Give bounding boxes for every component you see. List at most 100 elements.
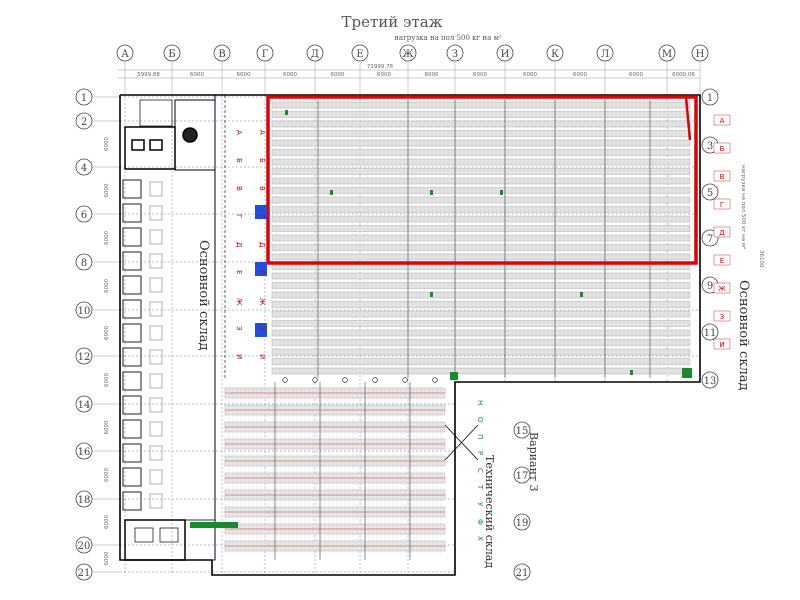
rack-tag-left: Е: [258, 270, 266, 274]
column-spacing-label: 6000.06: [672, 72, 695, 78]
rack-tag: И: [719, 341, 724, 349]
row-axis-label-right: 15: [516, 426, 529, 437]
column-axis-label: А: [121, 49, 129, 60]
row-spacing-label: 6000: [104, 373, 110, 387]
column-axis-label: Б: [168, 49, 175, 60]
rack-tag-left: Д: [258, 242, 266, 248]
green-marker-2: [450, 372, 458, 380]
load-note-right: нагрузка на пол 500 кг на м²: [740, 165, 747, 249]
row-axis-label-right: 17: [516, 471, 529, 482]
rack-tag: Е: [720, 257, 724, 265]
row-spacing-label: 6000: [104, 183, 110, 197]
row-axis-label-right: 3: [707, 141, 713, 152]
rack-tag-left: Б: [235, 158, 243, 163]
row-axis-marker-right: [701, 371, 719, 389]
row-axis-label: 18: [78, 495, 91, 506]
plan-title: Третий этаж: [342, 13, 443, 31]
row-axis-marker-right: [513, 563, 531, 581]
tech-rack-tag: Х: [476, 536, 484, 541]
row-axis-label-right: 11: [704, 328, 717, 339]
column-spacing-label: 6000: [473, 72, 487, 78]
tech-rack-tag: П: [476, 434, 484, 439]
row-axis-label: 14: [78, 400, 91, 411]
column-axis-label: Л: [601, 49, 609, 60]
rack-tag-left: В: [235, 186, 243, 191]
row-spacing-label: 6000: [104, 468, 110, 482]
highlighted-zone: [266, 95, 698, 265]
rack-tag-left: Е: [235, 270, 243, 274]
right-dimension: 36100: [758, 250, 764, 268]
row-axis-label: 1: [81, 93, 87, 104]
overall-dimension: 71999.76: [367, 64, 394, 70]
rack-tag-left: З: [235, 326, 243, 331]
column-axis-label: Г: [262, 49, 269, 60]
green-bar: [190, 522, 238, 528]
tech-rack-tag: Т: [476, 484, 484, 490]
rack-area-bottom: [224, 377, 446, 560]
rack-tag-left: Ж: [258, 298, 266, 306]
row-axis-marker-right: [513, 466, 531, 484]
zone-variant: Вариант 3: [527, 432, 540, 492]
column-axis-label: М: [662, 49, 672, 60]
blue-markers: [255, 205, 267, 337]
row-axis-marker-right: [513, 513, 531, 531]
rack-tag-left: А: [258, 130, 266, 135]
rack-tag-left: Д: [235, 242, 243, 248]
row-axis-label-right: 19: [516, 518, 529, 529]
row-axis-marker-right: [701, 88, 719, 106]
row-spacing-label: 6000: [104, 137, 110, 151]
row-axis-label: 21: [78, 568, 91, 579]
column-axis-label: Ж: [402, 49, 414, 60]
tech-rack-tag: У: [476, 502, 484, 507]
row-axis-label: 8: [81, 258, 87, 269]
row-axis-label: 4: [81, 163, 87, 174]
row-axis-label: 10: [78, 306, 91, 317]
rack-tag-left: Г: [235, 214, 243, 218]
rack-tag: Ж: [718, 285, 726, 293]
row-axis-label: 2: [81, 117, 87, 128]
column-axis-label: З: [452, 49, 458, 60]
row-spacing-label: 6000: [104, 279, 110, 293]
row-axis-label-right: 21: [516, 568, 529, 579]
tech-rack-tag: О: [476, 417, 484, 423]
column-axis-label: И: [501, 49, 510, 60]
row-axis-label-right: 1: [707, 93, 713, 104]
row-axis-label: 12: [78, 352, 91, 363]
rack-area-top: [271, 100, 691, 378]
green-marker: [682, 368, 692, 378]
tech-area-cross: [444, 424, 479, 461]
column-spacing-label: 6000: [377, 72, 391, 78]
column-spacing-label: 6000: [331, 72, 345, 78]
rack-tag-left: И: [235, 354, 243, 359]
left-storage-cells: [122, 179, 163, 511]
rack-tag: З: [720, 313, 725, 321]
row-spacing-label: 6000: [104, 420, 110, 434]
rack-tag: Д: [719, 229, 725, 237]
rack-tag-left: Ж: [235, 298, 243, 306]
row-spacing-label: 6000: [104, 231, 110, 245]
row-axis-marker-right: [513, 421, 531, 439]
column-spacing-label: 6000: [283, 72, 297, 78]
column-spacing-label: 6000: [237, 72, 251, 78]
row-axis-marker-right: [701, 183, 719, 201]
row-spacing-label: 6000: [104, 551, 110, 565]
column-axis-label: В: [218, 49, 225, 60]
rack-tag-left: З: [258, 326, 266, 331]
zone-main-left: Основной склад: [196, 240, 211, 350]
tech-rack-tag: С: [476, 468, 484, 473]
column-spacing-label: 6000: [190, 72, 204, 78]
row-spacing-label: 6000: [104, 515, 110, 529]
row-axis-label: 20: [78, 541, 91, 552]
row-axis-marker-right: [701, 323, 719, 341]
tech-rack-tag: Н: [476, 400, 484, 405]
service-block-bottom: [124, 519, 216, 561]
zone-main-right: Основной склад: [736, 280, 751, 390]
rack-tag: А: [720, 117, 725, 125]
